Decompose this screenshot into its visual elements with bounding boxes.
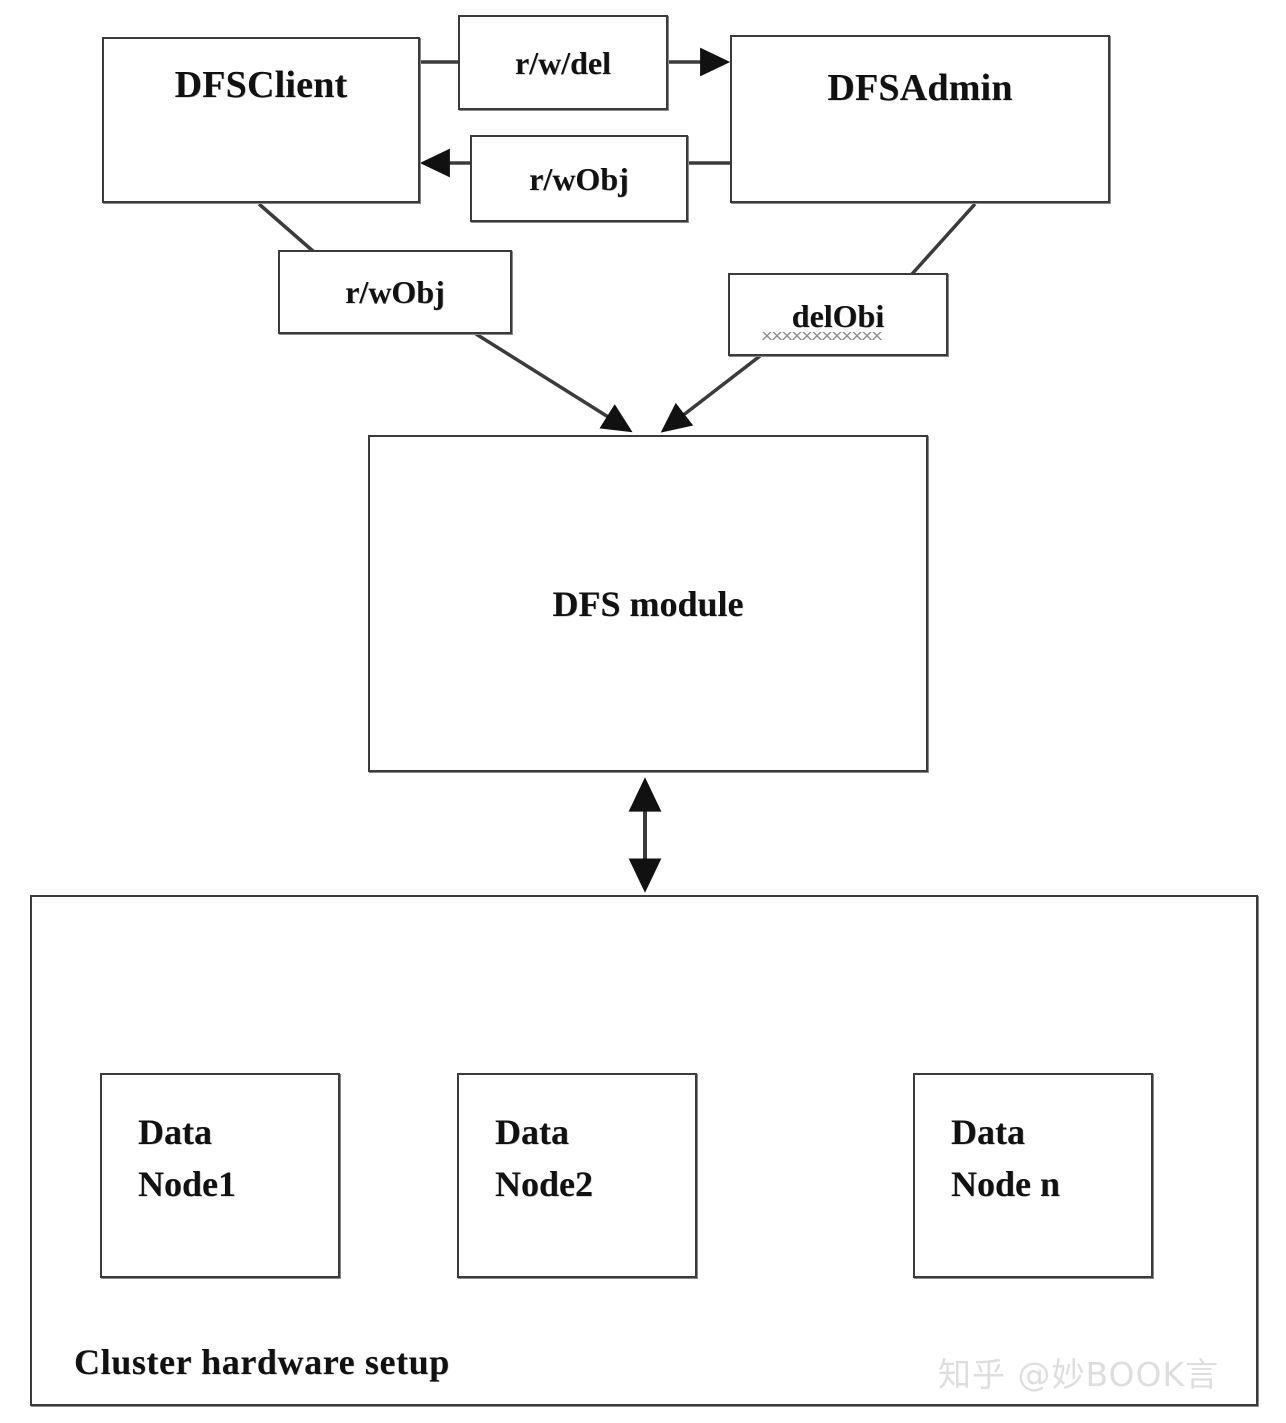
data-node-n-label-line1: Data (951, 1112, 1025, 1152)
rw-del-label-box[interactable] (458, 15, 668, 110)
watermark-text: 知乎 @妙BOOK言 (938, 1355, 1220, 1394)
dfs-module-label: DFS module (552, 584, 744, 624)
edge-rwobj-to-module (475, 332, 633, 433)
data-node-1-label-line1: Data (138, 1112, 212, 1152)
rw-obj-return-label-box[interactable] (470, 135, 688, 222)
edge-client-to-rwobj-lower (257, 202, 316, 254)
data-node-2-box[interactable] (457, 1073, 697, 1278)
rw-obj-client-label-box[interactable] (278, 250, 512, 334)
data-node-2-label-line2: Node2 (495, 1164, 593, 1204)
data-node-2-label-line1: Data (495, 1112, 569, 1152)
data-node-1-label-line2: Node1 (138, 1164, 236, 1204)
edge-delobi-to-module (660, 354, 762, 433)
rw-del-label: r/w/del (515, 45, 611, 81)
data-node-n-label-line2: Node n (951, 1164, 1061, 1204)
data-node-1-box[interactable] (100, 1073, 340, 1278)
dfs-module-box[interactable] (368, 435, 928, 772)
data-node-n-box[interactable] (913, 1073, 1153, 1278)
dfs-client-box[interactable] (102, 37, 420, 203)
del-obi-label: delObi (791, 298, 885, 334)
spellcheck-underline-icon (762, 332, 882, 340)
dfs-client-label: DFSClient (174, 64, 348, 106)
cluster-hardware-label: Cluster hardware setup (74, 1342, 450, 1382)
rw-obj-client-label: r/wObj (345, 274, 445, 310)
edge-admin-to-delobi (910, 202, 977, 276)
dfs-admin-label: DFSAdmin (827, 67, 1013, 109)
del-obi-label-box[interactable] (728, 273, 948, 356)
rw-obj-return-label: r/wObj (529, 161, 629, 197)
dfs-admin-box[interactable] (730, 35, 1110, 203)
